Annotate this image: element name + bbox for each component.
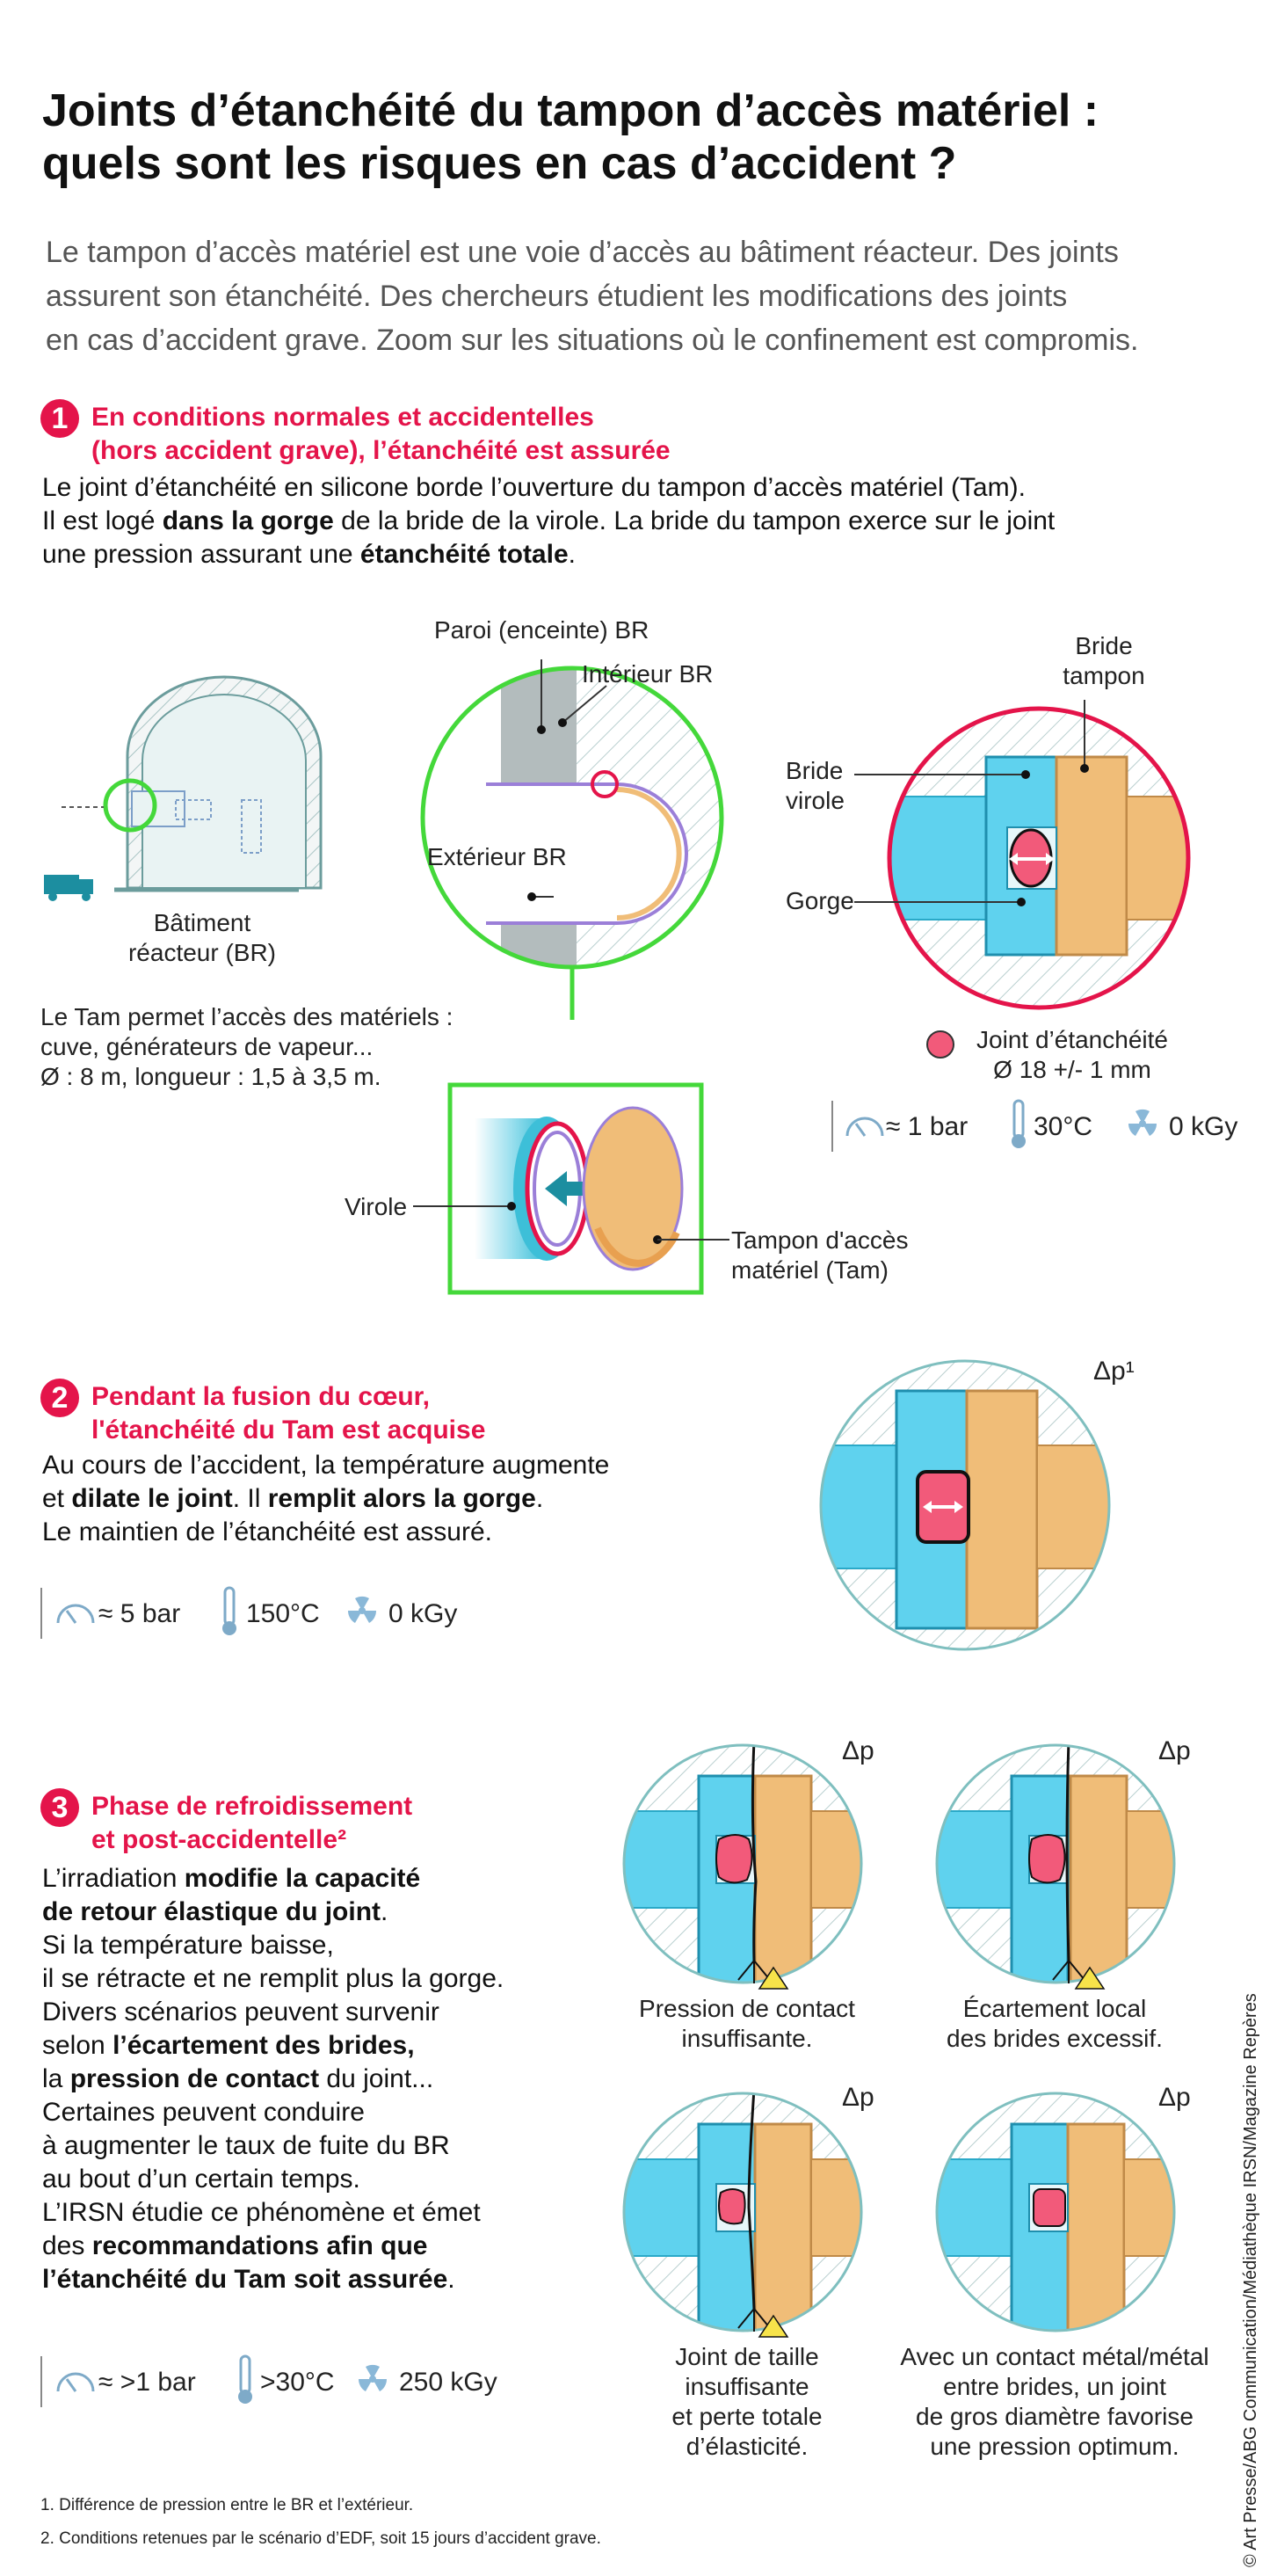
scenario-1-diagram (622, 1743, 863, 1990)
tam-description: Le Tam permet l’accès des matériels : cu… (40, 1003, 453, 1090)
conditions-2-temperature: 150°C (246, 1599, 320, 1628)
interieur-label: Intérieur BR (582, 660, 714, 688)
thermometer-icon (238, 2354, 252, 2404)
section-2-title: Pendant la fusion du cœur, l'étanchéité … (91, 1382, 486, 1444)
thermometer-icon (1012, 1099, 1026, 1148)
intro-line-2: assurent son étanchéité. Des chercheurs … (46, 280, 1068, 313)
reactor-building-diagram (44, 675, 323, 901)
bride-virole-label: Bride virole (786, 757, 845, 814)
intro-line-3: en cas d’accident grave. Zoom sur les si… (46, 324, 1139, 357)
conditions-1-pressure: ≈ 1 bar (886, 1112, 969, 1141)
conditions-2-pressure: ≈ 5 bar (98, 1599, 181, 1628)
scenario-1-caption: Pression de contact insuffisante. (639, 1995, 855, 2052)
scenario-4-diagram (935, 2092, 1176, 2332)
dp-label-scenario-3: Δp (842, 2083, 874, 2112)
core-melt-seal-diagram (819, 1359, 1111, 1651)
gorge-label: Gorge (786, 887, 854, 914)
conditions-2-divider (40, 1588, 42, 1639)
radiation-icon (1128, 1109, 1157, 1136)
conditions-3-divider (40, 2356, 42, 2407)
section-1-title-line-2: (hors accident grave), l’étanchéité est … (91, 436, 671, 465)
scenario-2-diagram (935, 1743, 1176, 1990)
photo-credit: © Art Presse/ABG Communication/Médiathèq… (1241, 1993, 1260, 2567)
conditions-1-temperature: 30°C (1034, 1112, 1093, 1141)
section-1-body-line-1: Le joint d’étanchéité en silicone borde … (42, 473, 1026, 502)
pressure-gauge-icon (56, 2372, 95, 2392)
intro-line-1: Le tampon d’accès matériel est une voie … (46, 236, 1119, 269)
seal-legend: Joint d’étanchéité Ø 18 +/- 1 mm (976, 1026, 1168, 1083)
section-3-body: L’irradiation modifie la capacité de ret… (42, 1864, 504, 2294)
dp-label-scenario-2: Δp (1158, 1736, 1191, 1765)
conditions-3-dose: 250 kGy (399, 2368, 497, 2397)
section-1-body-line-2: Il est logé dans la gorge de la bride de… (42, 506, 1056, 535)
bride-tampon-label: Bride tampon (1063, 632, 1145, 689)
conditions-1-divider (831, 1101, 833, 1152)
seal-detail-diagram (854, 700, 1191, 1010)
intro-paragraph: Le tampon d’accès matériel est une voie … (46, 230, 1250, 362)
title-line-1: Joints d’étanchéité du tampon d’accès ma… (42, 85, 1099, 136)
footnote-2: 2. Conditions retenues par le scénario d… (40, 2529, 601, 2548)
thermometer-icon (222, 1586, 236, 1635)
section-1-title-line-1: En conditions normales et accidentelles (91, 403, 594, 432)
section-1-title: En conditions normales et accidentelles … (91, 401, 671, 468)
wall-section-diagram (420, 659, 724, 1020)
section-2-badge: 2 (40, 1379, 79, 1417)
reactor-building-label: Bâtiment réacteur (BR) (127, 909, 277, 966)
section-1-body: Le joint d’étanchéité en silicone borde … (42, 471, 1185, 571)
paroi-label: Paroi (enceinte) BR (434, 616, 649, 644)
pressure-gauge-icon (845, 1117, 884, 1137)
virole-tam-diagram (413, 1082, 729, 1295)
section-2-body: Au cours de l’accident, la température a… (42, 1451, 610, 1546)
conditions-3-pressure: ≈ >1 bar (98, 2368, 196, 2397)
tampon-label: Tampon d'accès matériel (Tam) (731, 1226, 909, 1284)
conditions-1-dose: 0 kGy (1169, 1112, 1238, 1141)
dp-label-scenario-4: Δp (1158, 2083, 1191, 2112)
seal-legend-swatch (926, 1030, 954, 1059)
dp-label-section-2: Δp¹ (1093, 1357, 1135, 1386)
page-title: Joints d’étanchéité du tampon d’accès ma… (42, 84, 1220, 190)
footnote-1: 1. Différence de pression entre le BR et… (40, 2496, 414, 2514)
scenario-2-caption: Écartement local des brides excessif. (947, 1995, 1163, 2052)
dp-label-scenario-1: Δp (842, 1736, 874, 1765)
section-1-body-line-3: une pression assurant une étanchéité tot… (42, 540, 576, 569)
exterieur-label: Extérieur BR (427, 843, 567, 870)
scenario-4-caption: Avec un contact métal/métal entre brides… (900, 2343, 1209, 2460)
scenario-3-caption: Joint de taille insuffisante et perte to… (671, 2343, 823, 2460)
section-3-title: Phase de refroidissement et post-acciden… (91, 1792, 413, 1854)
section-3-badge: 3 (40, 1788, 79, 1827)
conditions-2-dose: 0 kGy (388, 1599, 458, 1628)
pressure-gauge-icon (56, 1604, 95, 1624)
virole-label: Virole (345, 1193, 408, 1220)
radiation-icon (358, 2364, 388, 2391)
scenario-3-diagram (622, 2092, 863, 2338)
radiation-icon (347, 1596, 377, 1623)
section-1-badge: 1 (40, 399, 79, 438)
title-line-2: quels sont les risques en cas d’accident… (42, 138, 957, 189)
conditions-3-temperature: >30°C (260, 2368, 335, 2397)
